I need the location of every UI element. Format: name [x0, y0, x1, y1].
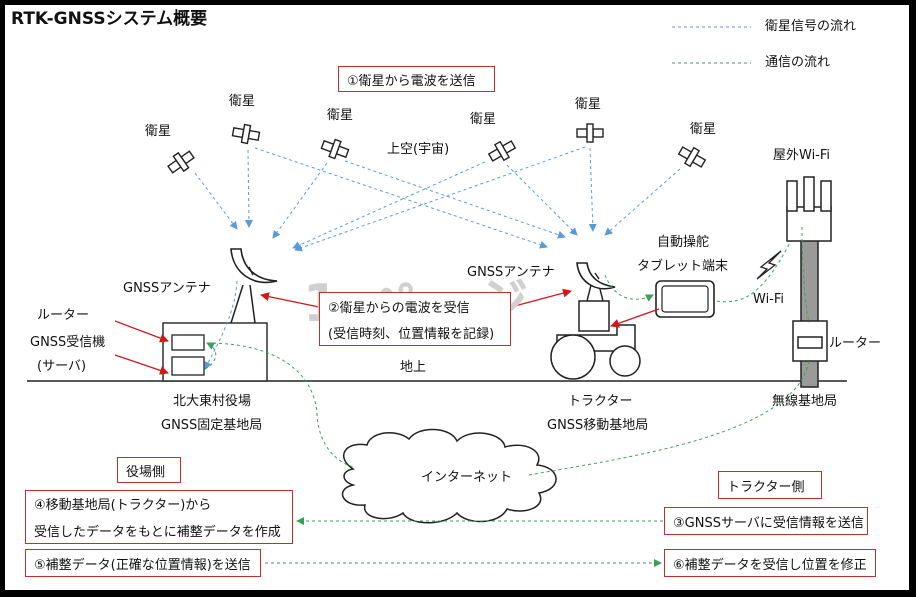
satellite-label: 衛星	[229, 94, 256, 109]
server-label: (サーバ)	[37, 359, 87, 374]
satellite-icon	[230, 122, 262, 146]
sky-label: 上空(宇宙)	[387, 142, 450, 157]
router-device	[171, 334, 205, 351]
wireless-station-label: 無線基地局	[772, 394, 838, 409]
mobile-antenna-dish-icon	[576, 262, 616, 290]
gnss-receiver-device	[171, 356, 205, 376]
gnss-receiver-label: GNSS受信機	[30, 335, 106, 350]
step1-text: ①衛星から電波を送信	[347, 73, 476, 89]
step5-text: ⑤補整データ(正確な位置情報)を送信	[34, 557, 251, 573]
outdoor-wifi-label: 屋外Wi-Fi	[773, 148, 831, 163]
satellite-label: 衛星	[575, 97, 602, 112]
satellite-label: 衛星	[690, 122, 717, 137]
step3-callout: ③GNSSサーバに受信情報を送信	[664, 507, 868, 535]
office-side-label: 役場側	[117, 457, 181, 483]
satellite-icon	[164, 146, 198, 178]
satellite-icon	[675, 142, 709, 172]
mobile-antenna-label: GNSSアンテナ	[467, 265, 555, 280]
step2-text-line2: (受信時刻、位置情報を記録)	[328, 326, 495, 342]
wifi-signal-icon	[756, 250, 782, 280]
router-right-label: ルーター	[829, 336, 882, 351]
tablet-label-line1: 自動操舵	[657, 235, 710, 250]
tractor-side-text: トラクター側	[727, 479, 805, 495]
satellite-icon	[485, 136, 519, 166]
ground-label: 地上	[400, 360, 427, 375]
legend-comm-label: 通信の流れ	[765, 55, 831, 70]
step4-callout: ④移動基地局(トラクター)から 受信したデータをもとに補整データを作成	[25, 490, 293, 544]
mobile-station-label: GNSS移動基地局	[547, 418, 649, 433]
callout-arrows	[114, 288, 660, 375]
wifi-tower-icon	[786, 176, 832, 388]
internet-label: インターネット	[421, 470, 513, 485]
page-title: RTK-GNSSシステム概要	[11, 9, 208, 29]
tractor-icon	[550, 284, 641, 380]
tractor-side-label: トラクター側	[718, 471, 822, 499]
base-station-name: 北大東村役場	[173, 394, 252, 409]
legend-satellite-label: 衛星信号の流れ	[765, 19, 857, 34]
tractor-label: トラクター	[568, 394, 633, 409]
internet-cloud	[341, 428, 557, 524]
diagram-canvas	[27, 26, 847, 567]
step2-callout: ②衛星からの電波を受信 (受信時刻、位置情報を記録)	[319, 292, 511, 346]
step4-text-line1: ④移動基地局(トラクター)から	[34, 498, 212, 513]
wifi-label: Wi-Fi	[753, 292, 785, 307]
base-antenna-label: GNSSアンテナ	[123, 281, 211, 296]
satellite-icon	[319, 135, 351, 163]
step5-callout: ⑤補整データ(正確な位置情報)を送信	[25, 549, 261, 577]
base-antenna-dish-icon	[230, 248, 278, 324]
satellite-label: 衛星	[327, 108, 354, 123]
step6-callout: ⑥補整データを受信し位置を修正	[664, 549, 876, 577]
step6-text: ⑥補整データを受信し位置を修正	[673, 557, 867, 573]
step4-text-line2: 受信したデータをもとに補整データを作成	[34, 525, 281, 540]
step1-callout: ①衛星から電波を送信	[338, 66, 495, 92]
base-station-type: GNSS固定基地局	[161, 418, 263, 433]
tablet-label-line2: タブレット端末	[637, 259, 729, 274]
satellite-signal-lines	[194, 146, 681, 252]
step3-text: ③GNSSサーバに受信情報を送信	[673, 515, 864, 531]
satellite-label: 衛星	[145, 124, 172, 139]
router-label: ルーター	[37, 308, 90, 323]
satellite-icon	[576, 123, 604, 143]
step2-text-line1: ②衛星からの電波を受信	[328, 300, 470, 316]
satellite-label: 衛星	[470, 112, 497, 127]
diagram-frame: 1 ページ RTK-GNSSシステム概要 衛星信号の流れ 通信の流れ ①衛星から…	[5, 5, 909, 590]
office-side-text: 役場側	[126, 464, 166, 480]
